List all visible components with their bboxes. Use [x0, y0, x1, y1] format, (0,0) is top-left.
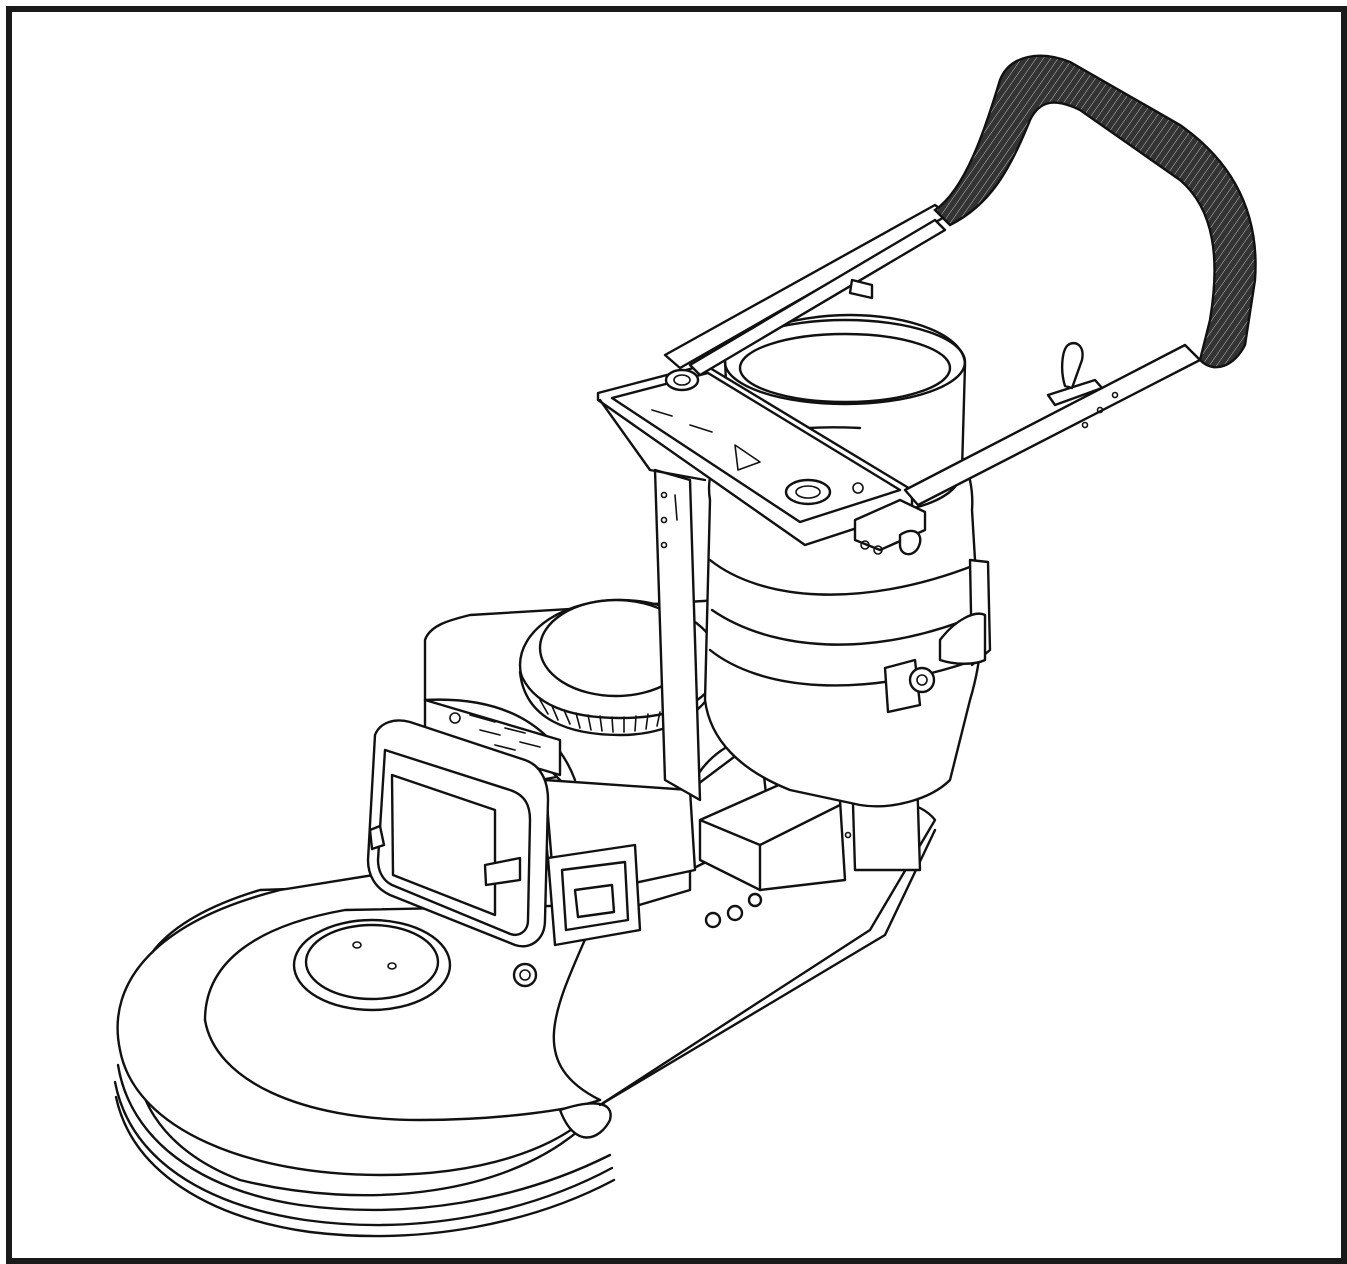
air-cleaner [366, 719, 550, 948]
propane-tank [703, 313, 992, 808]
engine-control-marks [449, 712, 541, 751]
deck-bolts [512, 892, 763, 988]
handle-grip [933, 54, 1257, 369]
deck-cover-plate [292, 918, 452, 1012]
handle-bar [663, 54, 1257, 507]
battery-box [698, 778, 847, 892]
handle-mount-bracket [596, 363, 927, 556]
